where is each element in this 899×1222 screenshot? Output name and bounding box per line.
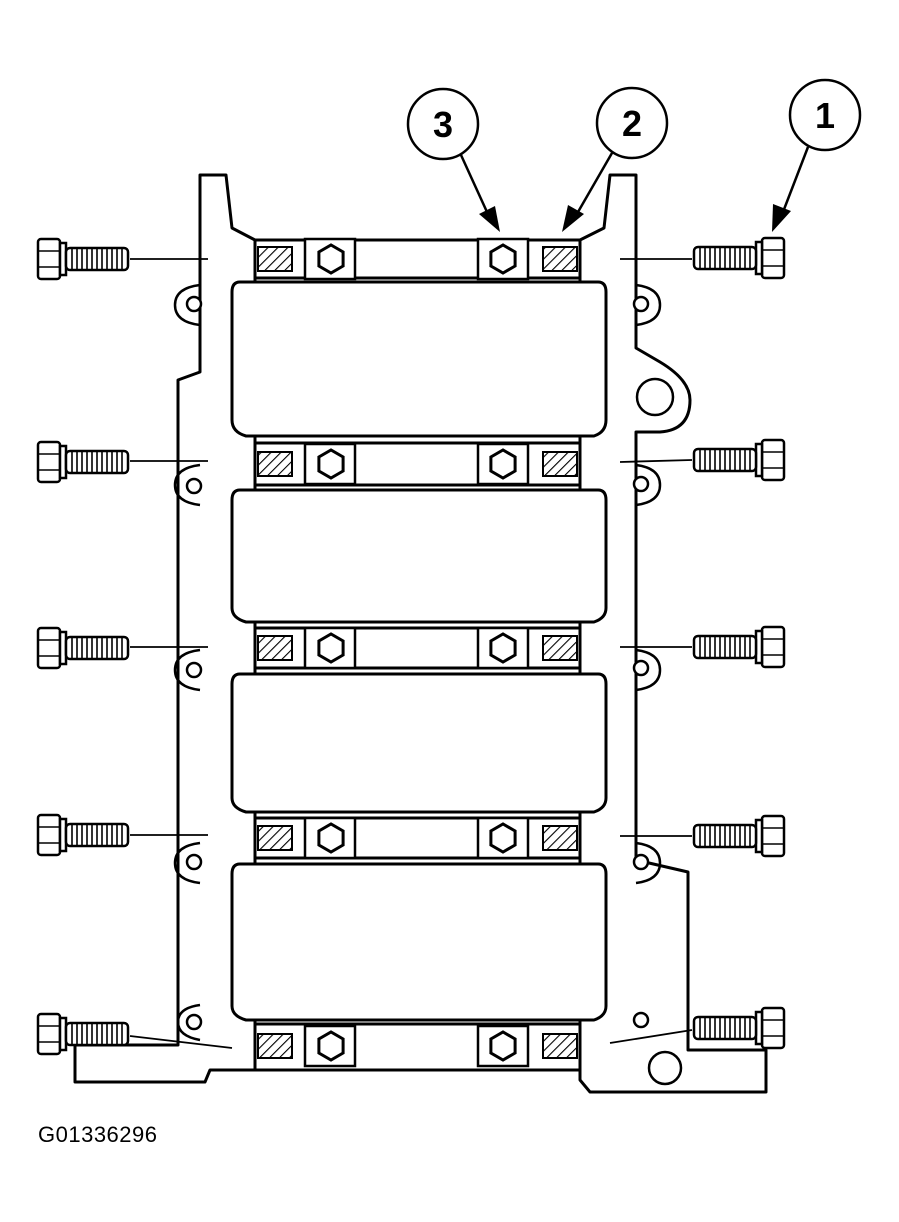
right-dowel-holes — [632, 283, 683, 1086]
opening-2 — [230, 488, 608, 624]
hatched-cap-block — [257, 246, 293, 272]
callout-arrowhead — [479, 206, 500, 232]
side-bolt — [692, 625, 786, 669]
hatched-cap-block — [257, 825, 293, 851]
hatched-cap-block — [257, 451, 293, 477]
callout-number: 3 — [433, 104, 453, 145]
callout-circle — [788, 78, 862, 152]
frame-cross-bar-2 — [253, 441, 582, 487]
hatched-cap-block — [542, 246, 578, 272]
left-dowel-holes — [173, 283, 203, 1042]
hatched-cap-block — [542, 1033, 578, 1059]
bolt-head — [36, 440, 62, 484]
side-bolts — [36, 236, 786, 1056]
dowel-hole — [185, 295, 203, 313]
cap-hex-bolt — [489, 448, 517, 480]
cap-hex-bolt — [317, 1030, 345, 1062]
bearing-cap-row — [257, 1024, 578, 1068]
bolt-head — [36, 1012, 62, 1056]
bearing-cap-row — [257, 442, 578, 486]
side-bolt — [36, 626, 130, 670]
side-bolt — [692, 814, 786, 858]
hatched-cap-block — [542, 451, 578, 477]
frame-cross-bar-3 — [253, 626, 582, 670]
dowel-hole — [185, 1013, 203, 1031]
bolt-head — [36, 813, 62, 857]
callout-leader — [459, 154, 489, 213]
bolt-head — [760, 814, 786, 858]
frame-left-rail — [73, 173, 257, 1084]
cap-hex-bolt — [317, 243, 345, 275]
figure-id-label: G01336296 — [38, 1122, 158, 1147]
frame-bottom-bar — [253, 1022, 582, 1072]
frame-top-bar — [253, 238, 582, 280]
hatched-cap-block — [257, 1033, 293, 1059]
bolt-head — [36, 237, 62, 281]
cap-hex-bolt — [489, 632, 517, 664]
cap-hex-bolt — [489, 822, 517, 854]
callout-number: 1 — [815, 95, 835, 136]
bolt-head — [760, 1006, 786, 1050]
cap-hex-bolt — [489, 1030, 517, 1062]
callout-circle — [406, 87, 480, 161]
callout-1: 1 — [772, 78, 862, 232]
bolt-head — [760, 236, 786, 280]
bolt-head — [760, 438, 786, 482]
dowel-hole — [632, 659, 650, 677]
opening-4 — [230, 862, 608, 1022]
dowel-hole — [632, 295, 650, 313]
hatched-cap-block — [542, 825, 578, 851]
large-hole — [647, 1050, 683, 1086]
dowel-hole — [632, 853, 650, 871]
callout-arrowhead — [562, 205, 584, 232]
side-bolt — [36, 440, 130, 484]
callout-3: 3 — [406, 87, 500, 232]
cap-hex-bolt — [317, 822, 345, 854]
dowel-hole — [185, 853, 203, 871]
callout-leader — [576, 152, 614, 213]
callout-arrowhead — [772, 204, 791, 232]
frame-openings — [230, 280, 608, 1022]
side-bolt — [692, 1006, 786, 1050]
opening-3 — [230, 672, 608, 814]
side-bolt — [692, 236, 786, 280]
side-bolt — [692, 438, 786, 482]
dowel-hole — [185, 477, 203, 495]
side-bolt — [36, 237, 130, 281]
bolt-head — [36, 626, 62, 670]
bearing-cap-row — [257, 816, 578, 860]
callout-leader — [781, 146, 810, 213]
cap-hex-bolt — [317, 448, 345, 480]
callout-circle — [595, 86, 669, 160]
frame-cross-bar-4 — [253, 816, 582, 860]
bearing-cap-row — [257, 626, 578, 670]
side-bolt — [36, 1012, 130, 1056]
large-hole — [635, 377, 675, 417]
main-bearing-frame — [73, 173, 768, 1094]
hatched-cap-block — [257, 635, 293, 661]
dowel-hole — [185, 661, 203, 679]
cap-hex-bolt — [489, 243, 517, 275]
callout-2: 2 — [562, 86, 669, 232]
cap-hex-bolt — [317, 632, 345, 664]
bearing-cap-rows — [257, 237, 578, 1068]
bolt-leader-lines — [129, 258, 693, 1049]
hatched-cap-block — [542, 635, 578, 661]
callout-number: 2 — [622, 103, 642, 144]
bolt-head — [760, 625, 786, 669]
opening-1 — [230, 280, 608, 438]
dowel-hole — [632, 475, 650, 493]
frame-right-rail — [578, 173, 768, 1094]
bearing-cap-row — [257, 237, 578, 281]
side-bolt — [36, 813, 130, 857]
dowel-hole — [632, 1011, 650, 1029]
